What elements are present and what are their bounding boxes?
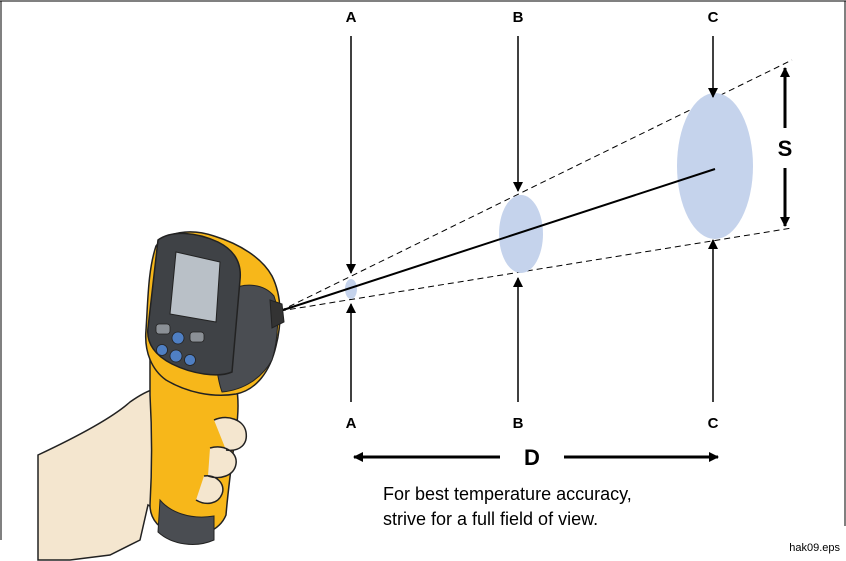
thermal-imager-illustration [38,232,284,560]
device-button-up [172,332,184,344]
label-c-bottom: C [708,415,719,432]
spot-b [499,195,543,273]
filename-label: hak09.eps [789,542,840,554]
device-button-right-nav [185,355,196,366]
label-b-top: B [513,9,524,26]
caption-line-2: strive for a full field of view. [383,509,598,529]
device-button-right [190,332,204,342]
device-screen [170,252,220,322]
label-a-bottom: A [346,415,357,432]
caption-line-1: For best temperature accuracy, [383,484,632,504]
spot-c [677,93,753,239]
device-lens [270,300,284,328]
device-button-left-nav [157,345,168,356]
device-button-left [156,324,170,334]
label-b-bottom: B [513,415,524,432]
label-distance: D [524,445,540,470]
label-c-top: C [708,9,719,26]
center-beam-line [280,169,715,311]
label-a-top: A [346,9,357,26]
device-button-down [170,350,182,362]
label-spot-size: S [778,136,793,161]
